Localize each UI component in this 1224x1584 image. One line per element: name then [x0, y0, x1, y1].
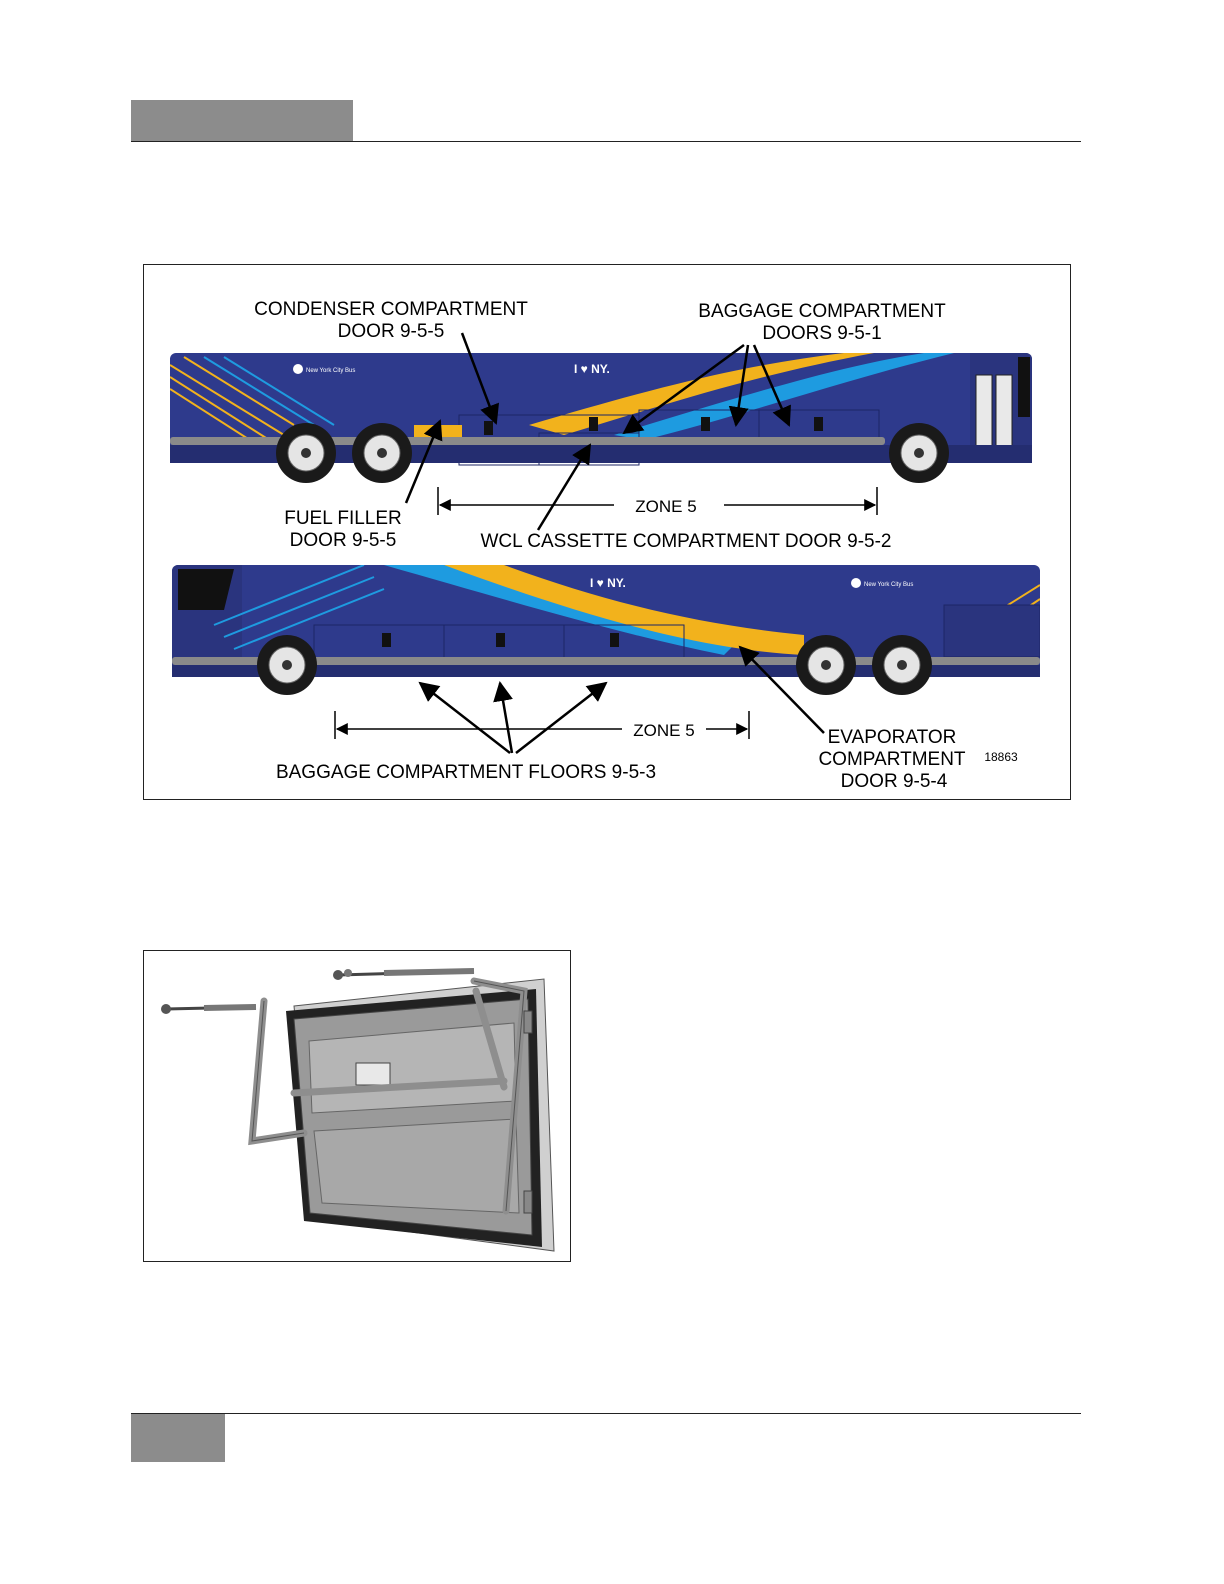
label-zone-top: ZONE 5	[635, 497, 696, 516]
footer-rule	[131, 1413, 1081, 1414]
bus-compartments-svg: New York City Bus I ♥ NY. CONDENSER COMP…	[144, 265, 1070, 799]
label-fuel-line1: FUEL FILLER	[284, 508, 402, 529]
label-fuel-line2: DOOR 9-5-5	[290, 530, 397, 551]
bottom-bus-logo-text: New York City Bus	[864, 582, 913, 588]
figure-number: 18863	[984, 750, 1018, 764]
footer-tab	[131, 1414, 225, 1462]
top-bus-logo-text: New York City Bus	[306, 368, 355, 374]
label-evap-line1: EVAPORATOR	[828, 727, 957, 748]
header-tab	[131, 100, 353, 142]
label-condenser-line2: DOOR 9-5-5	[338, 321, 445, 342]
label-evap-line3: DOOR 9-5-4	[841, 771, 948, 792]
bus-right-side-view: New York City Bus I ♥ NY.	[170, 353, 1032, 483]
label-baggage-doors-line2: DOORS 9-5-1	[762, 323, 881, 344]
door-assembly-svg	[144, 951, 570, 1261]
label-wcl: WCL CASSETTE COMPARTMENT DOOR 9-5-2	[480, 531, 891, 552]
door-assembly-figure	[143, 950, 571, 1262]
bus-compartments-figure: New York City Bus I ♥ NY. CONDENSER COMP…	[143, 264, 1071, 800]
top-bus-slogan: I ♥ NY.	[574, 362, 610, 376]
label-zone-bottom: ZONE 5	[633, 721, 694, 740]
bottom-bus-slogan: I ♥ NY.	[590, 576, 626, 590]
label-floors: BAGGAGE COMPARTMENT FLOORS 9-5-3	[276, 762, 656, 783]
label-condenser-line1: CONDENSER COMPARTMENT	[254, 299, 528, 320]
bus-left-side-view: New York City Bus I ♥ NY.	[172, 565, 1040, 695]
header-rule	[131, 141, 1081, 142]
door-label-plate	[356, 1063, 390, 1085]
label-evap-line2: COMPARTMENT	[818, 749, 965, 770]
label-baggage-doors-line1: BAGGAGE COMPARTMENT	[698, 301, 946, 322]
